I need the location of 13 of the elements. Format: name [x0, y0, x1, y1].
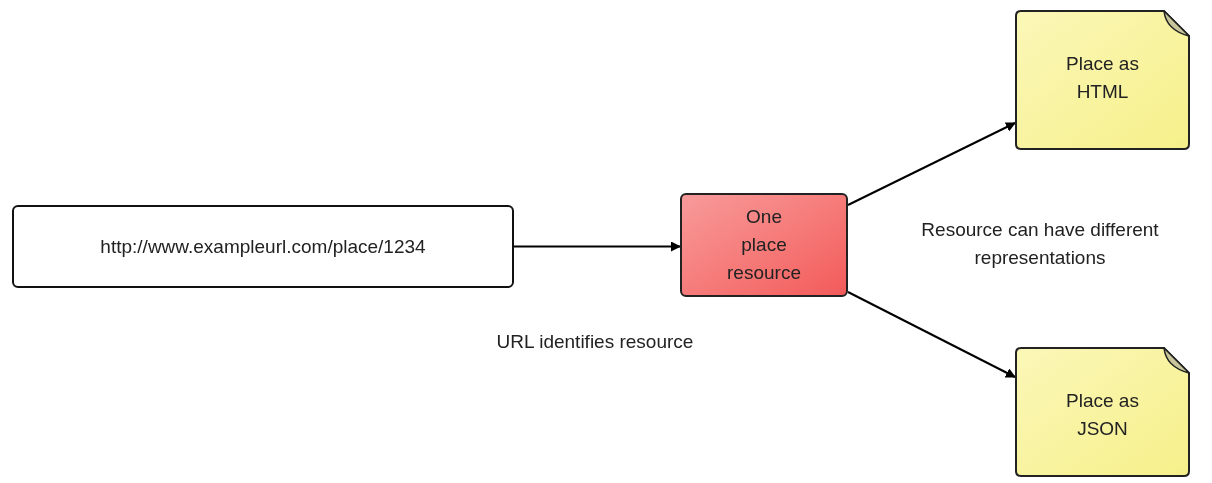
arrow — [513, 241, 681, 252]
node-label: Place as HTML — [1065, 52, 1140, 104]
arrow — [847, 291, 1016, 378]
arrow — [847, 122, 1016, 206]
node-label: http://www.exampleurl.com/place/1234 — [100, 234, 426, 259]
url-box — [12, 205, 514, 288]
document-note — [1015, 347, 1190, 477]
node-label: Place as JSON — [1065, 389, 1140, 441]
resource-box — [680, 193, 848, 297]
annotation-text: Resource can have different representations — [920, 218, 1160, 270]
document-note — [1015, 10, 1190, 150]
node-label: One place resource — [726, 205, 802, 285]
annotation-text: URL identifies resource — [496, 330, 694, 354]
